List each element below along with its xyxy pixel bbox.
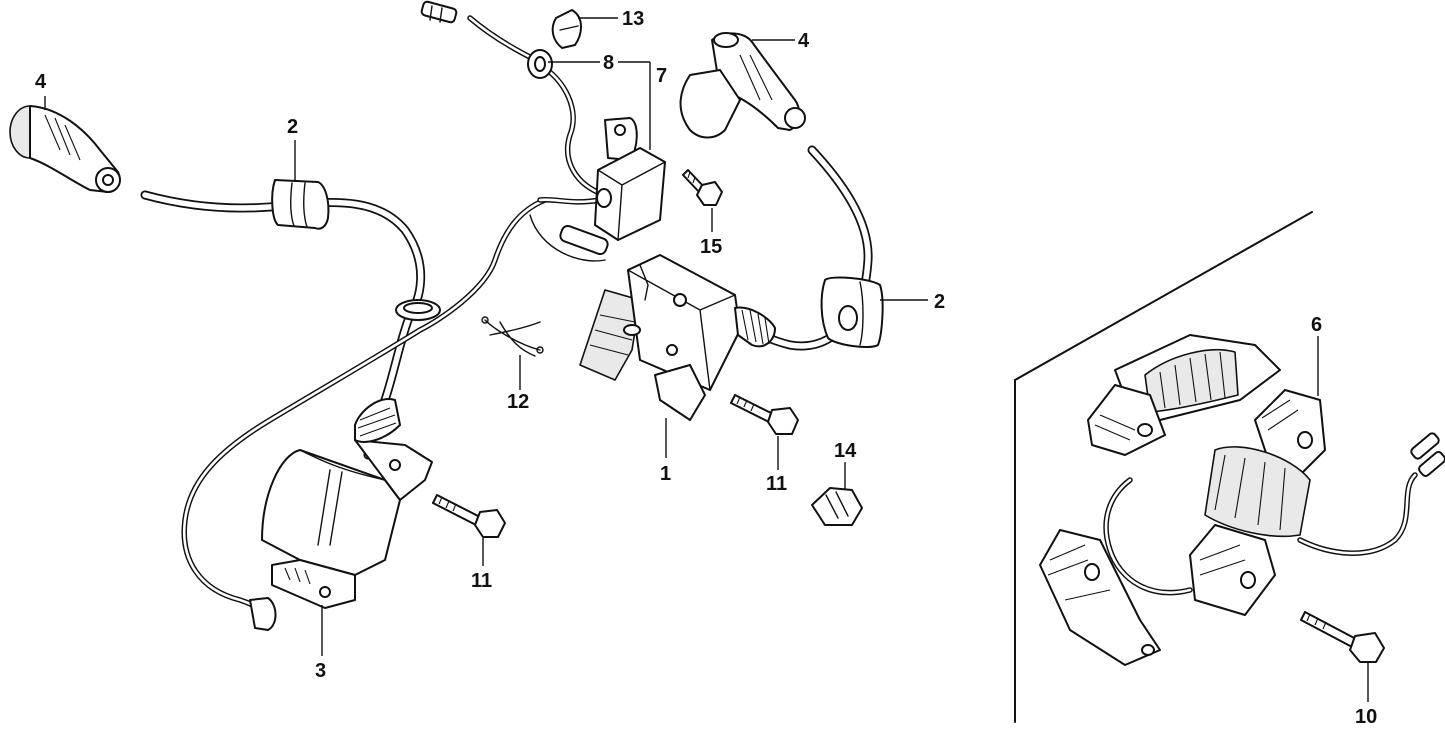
callout-14: 14 [834, 440, 857, 462]
module-7 [594, 117, 666, 241]
wire-connector-top [420, 0, 458, 24]
callout-2-left: 2 [287, 116, 298, 138]
callout-6: 6 [1311, 314, 1322, 336]
clip-14 [811, 487, 863, 526]
spark-plug-cap-right [679, 32, 806, 139]
grommet-left [271, 179, 330, 230]
module-wire [467, 15, 608, 205]
callout-13: 13 [622, 8, 644, 30]
ignition-coil-1 [579, 254, 776, 421]
callout-4-left: 4 [35, 71, 47, 93]
callout-15: 15 [700, 236, 722, 258]
spark-plug-cap-left [9, 105, 121, 193]
callout-3: 3 [315, 660, 326, 682]
callout-7: 7 [656, 65, 667, 87]
clip-12 [481, 316, 544, 357]
inset-frame [1014, 211, 1313, 723]
ground-wire [181, 197, 548, 615]
grommet-right [820, 276, 884, 348]
bolt-11-center [730, 394, 799, 435]
callout-11-center: 11 [766, 473, 787, 495]
callout-10: 10 [1355, 706, 1377, 728]
callout-2-right: 2 [934, 291, 945, 313]
callout-1: 1 [660, 463, 671, 485]
bolt-15 [682, 169, 723, 206]
callout-8: 8 [603, 52, 614, 74]
callout-12: 12 [507, 391, 529, 413]
callout-4-right: 4 [798, 30, 810, 52]
clip-13 [551, 9, 582, 49]
leader-lines [44, 17, 1369, 702]
callout-11-left: 11 [471, 570, 492, 592]
bolt-11-left [432, 494, 506, 538]
lead-grommet-center [395, 299, 441, 321]
grommet-8 [527, 49, 553, 79]
charge-coil-6 [1039, 334, 1445, 666]
ignition-coil-3 [249, 398, 433, 631]
bolt-10 [1300, 611, 1385, 663]
wire-loop-connector [529, 214, 609, 262]
